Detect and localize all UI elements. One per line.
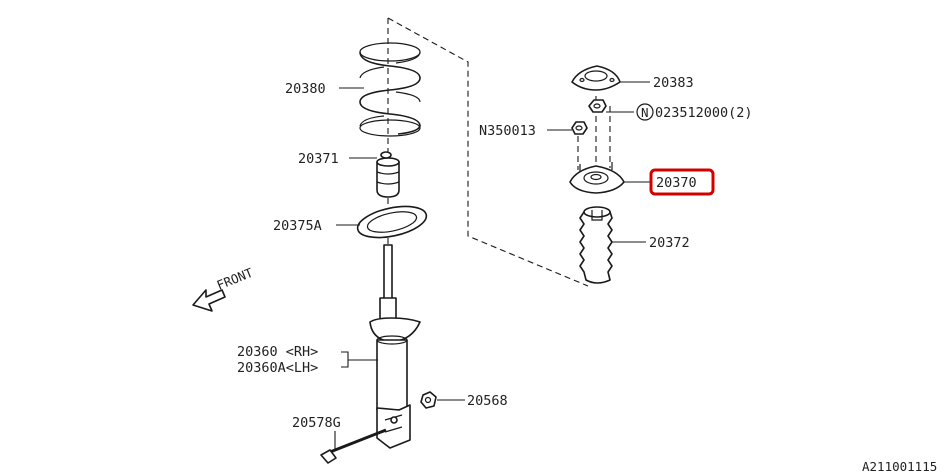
- label-20568: 20568: [467, 393, 508, 409]
- highlight-box-20370: [649, 168, 715, 196]
- label-20383: 20383: [653, 75, 694, 91]
- leader-20360: [341, 351, 378, 368]
- front-direction-arrow: FRONT: [192, 265, 256, 312]
- nut-n350013[interactable]: [571, 121, 588, 135]
- dust-boot-20372[interactable]: [579, 206, 613, 284]
- label-20371: 20371: [298, 151, 339, 167]
- label-20578g: 20578G: [292, 415, 341, 431]
- normal-part-marker: N: [636, 103, 654, 121]
- label-20360a-lh: 20360A<LH>: [237, 360, 318, 376]
- strut-body-20360[interactable]: [369, 244, 421, 449]
- bolt-20578g[interactable]: [320, 428, 387, 464]
- label-20370[interactable]: 20370: [656, 175, 697, 191]
- label-20380: 20380: [285, 81, 326, 97]
- label-n350013: N350013: [479, 123, 536, 139]
- coil-spring-20380[interactable]: [359, 42, 421, 137]
- label-20375a: 20375A: [273, 218, 322, 234]
- label-023512000: 023512000(2): [655, 105, 753, 121]
- exploded-view-dashed-connector: [387, 17, 589, 287]
- spring-seat-20375a[interactable]: [355, 201, 429, 243]
- bump-stopper-20371[interactable]: [376, 151, 400, 198]
- label-20372: 20372: [649, 235, 690, 251]
- label-20360-rh: 20360 <RH>: [237, 344, 318, 360]
- front-label: FRONT: [215, 265, 256, 293]
- strut-mount-20370[interactable]: [569, 162, 625, 194]
- mount-cap-20383[interactable]: [571, 65, 621, 91]
- flange-nut-023512000[interactable]: [588, 99, 607, 113]
- normal-part-symbol: N: [641, 105, 649, 120]
- diagram-code: A211001115: [862, 459, 937, 474]
- nut-20568[interactable]: [420, 391, 437, 409]
